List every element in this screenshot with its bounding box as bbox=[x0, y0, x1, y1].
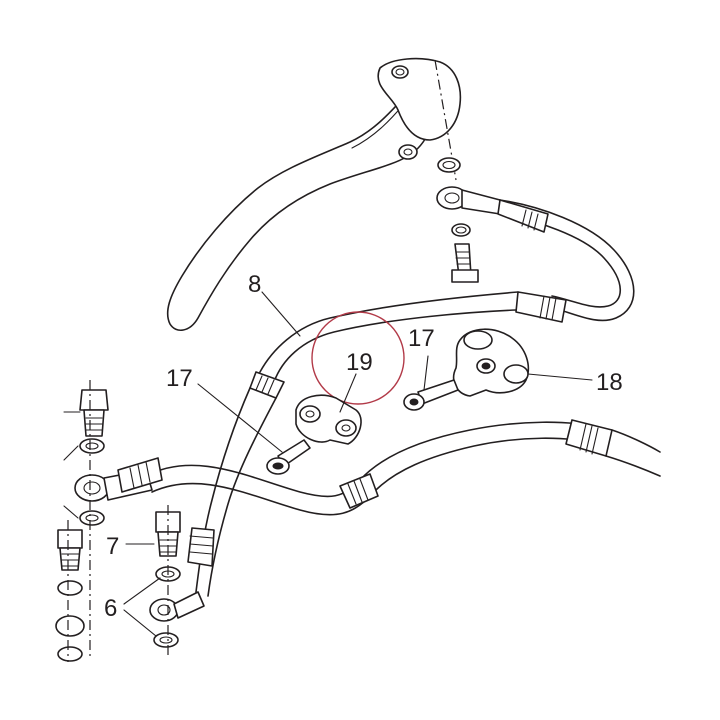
callout-17-left: 17 bbox=[166, 365, 193, 392]
brake-hose-lower bbox=[145, 419, 661, 516]
callout-7: 7 bbox=[106, 533, 119, 560]
banjo-bolt-left-top bbox=[74, 389, 163, 526]
highlight-circle bbox=[311, 311, 405, 405]
callout-19: 19 bbox=[346, 349, 373, 376]
brake-lever bbox=[166, 57, 462, 331]
callout-17-right: 17 bbox=[408, 325, 435, 352]
brake-hose-8 bbox=[187, 291, 519, 597]
callout-6: 6 bbox=[104, 595, 117, 622]
callout-8: 8 bbox=[248, 271, 261, 298]
brake-hose-upper bbox=[497, 199, 635, 323]
upper-banjo-fitting bbox=[436, 157, 501, 283]
callout-18: 18 bbox=[596, 369, 623, 396]
screw-17-right bbox=[403, 379, 459, 411]
banjo-bolt-left-lower bbox=[55, 529, 85, 662]
banjo-bolt-7 bbox=[149, 511, 205, 648]
screw-17-left bbox=[266, 439, 311, 475]
clamp-18 bbox=[452, 328, 530, 397]
leader-lines bbox=[63, 291, 593, 637]
clamp-19 bbox=[295, 394, 362, 445]
